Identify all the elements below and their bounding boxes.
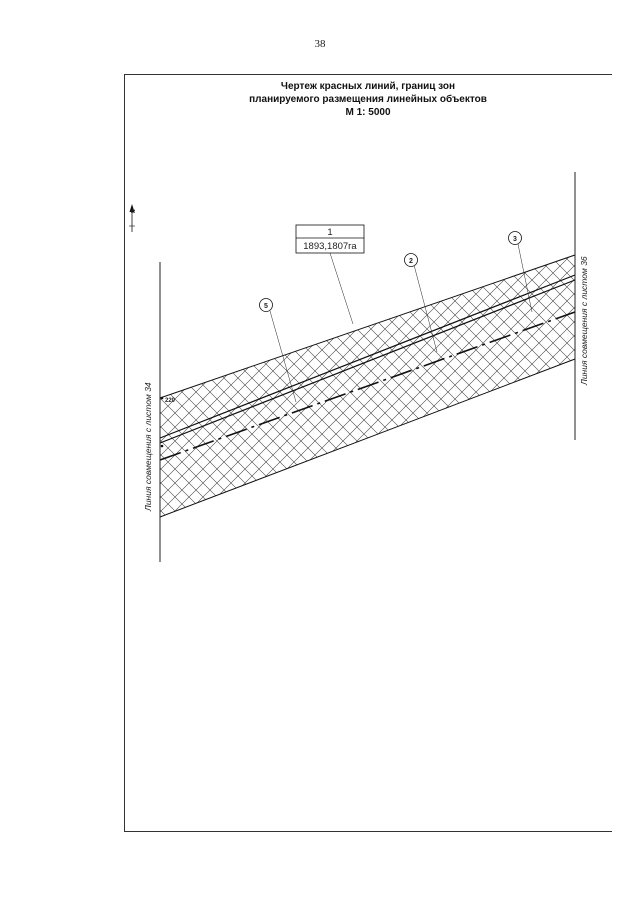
callout-2-leader: [413, 264, 438, 353]
point-marker: [160, 396, 164, 400]
callout-5-label: 5: [264, 303, 268, 310]
linear-object-line-a: [159, 274, 576, 439]
drawing-title: Чертеж красных линий, границ зон планиру…: [124, 80, 612, 119]
callout-3-circle: [508, 231, 522, 245]
callout-2-circle: [404, 253, 418, 267]
axis-dashed-line: [159, 311, 576, 461]
parcel-number: 1: [327, 227, 332, 238]
left-match-label: Линия совмещения с листом 34: [143, 382, 153, 512]
callout-3-leader: [517, 243, 533, 313]
axis-end-marker: [160, 444, 164, 448]
callout-5-circle: [259, 298, 273, 312]
north-arrow-icon: [129, 204, 135, 232]
drawing-frame: [124, 74, 612, 832]
right-match-label: Линия совмещения с листом 36: [579, 256, 589, 386]
callout-3-label: 3: [513, 236, 517, 243]
title-scale: М 1: 5000: [345, 107, 391, 118]
callout-5-leader: [269, 310, 297, 403]
point-label: 220: [165, 398, 176, 404]
title-line-2: планируемого размещения линейных объекто…: [249, 94, 487, 105]
page-number: 38: [314, 38, 326, 50]
linear-object-line-b: [159, 279, 576, 444]
title-line-1: Чертеж красных линий, границ зон: [280, 81, 456, 92]
callout-2-label: 2: [409, 258, 413, 265]
north-arrow-label: N: [131, 209, 137, 213]
parcel-leader-line: [329, 252, 354, 325]
parcel-area: 1893,1807га: [303, 241, 357, 252]
